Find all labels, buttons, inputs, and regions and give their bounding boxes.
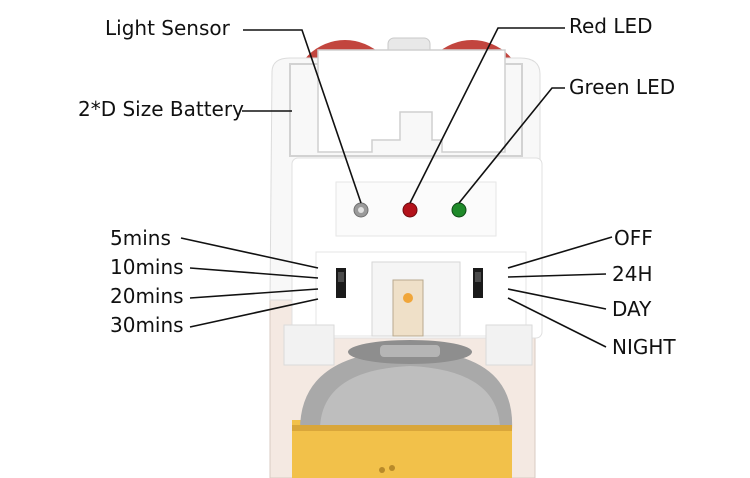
label-light-sensor: Light Sensor [105,16,230,40]
leader-red-led [409,27,565,204]
label-10mins: 10mins [110,255,184,279]
label-day: DAY [612,297,652,321]
label-off: OFF [614,226,653,250]
leader-lines [180,27,613,348]
battery-cover [317,49,506,153]
leader-day [507,288,607,310]
leader-30mins [189,298,319,328]
label-green-led: Green LED [569,75,676,99]
label-red-led: Red LED [569,14,653,38]
leader-10mins [189,267,319,279]
aerosol-can [292,340,513,478]
leader-green-led [458,87,565,204]
label-battery: 2*D Size Battery [78,97,244,121]
label-24h: 24H [612,262,653,286]
leader-off [507,236,613,269]
leader-light-sensor [243,29,362,204]
leader-24h [507,273,607,278]
leader-5mins [180,237,319,269]
label-20mins: 20mins [110,284,184,308]
green-led [451,202,467,218]
interval-switch [336,268,346,298]
label-5mins: 5mins [110,226,171,250]
label-night: NIGHT [612,335,676,359]
label-30mins: 30mins [110,313,184,337]
mode-switch [473,268,483,298]
red-led [402,202,418,218]
leader-night [507,297,607,348]
leader-20mins [189,288,319,299]
nozzle-actuator [392,279,424,337]
